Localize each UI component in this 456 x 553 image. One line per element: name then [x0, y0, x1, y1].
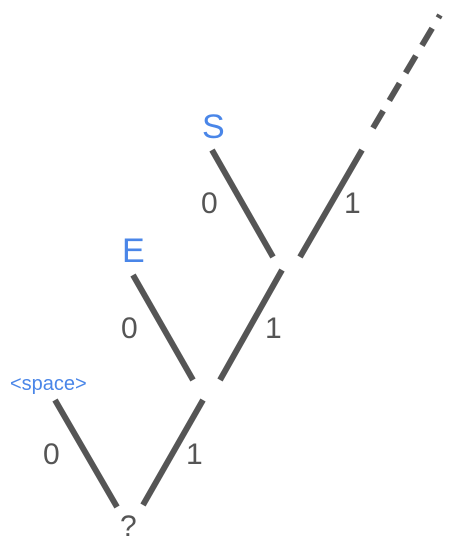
leaf-space-label: <space> [10, 373, 87, 395]
root-label: ? [120, 510, 137, 543]
edge-node1-to-e [130, 273, 196, 382]
edge-root-to-node1 [140, 398, 206, 507]
leaf-s-label: S [202, 108, 225, 146]
edge-label-level1-branch: 1 [186, 438, 203, 471]
edge-label-e-branch: 0 [121, 312, 138, 345]
edge-root-to-space [52, 398, 120, 509]
leaf-e-label: E [122, 232, 145, 270]
edge-label-level3-branch: 1 [344, 187, 361, 220]
edge-label-space-branch: 0 [43, 438, 60, 471]
edge-label-s-branch: 0 [201, 187, 218, 220]
edge-node2-to-s [209, 148, 276, 259]
edge-label-level2-branch: 1 [265, 312, 282, 345]
edge-node2-to-node3 [297, 148, 365, 259]
edge-node1-to-node2 [217, 268, 285, 382]
edge-continuation-dashed [370, 13, 443, 130]
